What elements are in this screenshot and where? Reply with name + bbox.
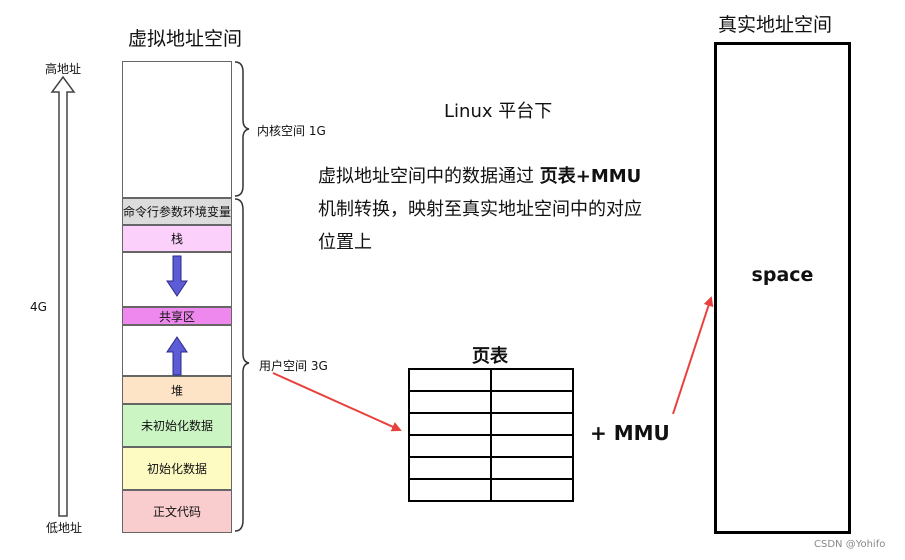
page-table-cell	[490, 368, 574, 392]
real-address-space-title: 真实地址空间	[718, 14, 833, 36]
page-table	[408, 368, 574, 502]
description-line-2: 机制转换，映射至真实地址空间中的对应	[318, 199, 642, 220]
page-table-title: 页表	[472, 346, 508, 367]
page-table-row	[408, 478, 574, 502]
page-table-cell	[408, 412, 492, 436]
segment-stack: 栈	[122, 225, 232, 252]
segment-bss: 未初始化数据	[122, 404, 232, 447]
mmu-label: + MMU	[590, 421, 670, 445]
kernel-space-label: 内核空间 1G	[257, 124, 326, 138]
real-address-space-box	[714, 42, 851, 534]
virtual-address-space-title: 虚拟地址空间	[128, 28, 243, 50]
watermark: CSDN @Yohifo	[814, 539, 886, 550]
kernel-brace	[234, 61, 250, 197]
page-table-cell	[490, 456, 574, 480]
user-space-label: 用户空间 3G	[259, 359, 328, 373]
segment-text: 正文代码	[122, 490, 232, 533]
low-address-label: 低地址	[46, 521, 83, 535]
page-table-cell	[408, 478, 492, 502]
description-line-3: 位置上	[318, 232, 372, 253]
stack-growth-down-arrow	[166, 255, 188, 297]
high-address-label: 高地址	[45, 62, 82, 76]
page-table-cell	[408, 434, 492, 458]
page-table-cell	[490, 390, 574, 414]
user-space-to-page-table-arrow	[272, 372, 402, 432]
segment-kernel-space	[122, 61, 232, 198]
segment-data: 初始化数据	[122, 447, 232, 490]
axis-up-arrow	[50, 75, 76, 517]
page-table-cell	[408, 456, 492, 480]
description-bold: 页表+MMU	[539, 166, 642, 187]
user-brace	[234, 198, 250, 532]
segment-heap: 堆	[122, 376, 232, 404]
description-plain: 虚拟地址空间中的数据通过	[318, 166, 540, 187]
linux-platform-label: Linux 平台下	[444, 101, 553, 122]
page-table-cell	[490, 434, 574, 458]
page-table-row	[408, 412, 574, 436]
page-table-row	[408, 368, 574, 392]
page-table-cell	[408, 368, 492, 392]
page-table-row	[408, 434, 574, 458]
page-table-cell	[408, 390, 492, 414]
heap-growth-up-arrow	[166, 336, 188, 376]
segment-args-env: 命令行参数环境变量	[122, 198, 232, 225]
page-table-row	[408, 456, 574, 480]
mmu-to-real-space-arrow	[672, 296, 714, 415]
segment-shared: 共享区	[122, 307, 232, 325]
page-table-cell	[490, 412, 574, 436]
space-label: space	[751, 264, 814, 286]
page-table-cell	[490, 478, 574, 502]
size-4g-label: 4G	[30, 300, 47, 314]
description-line-1: 虚拟地址空间中的数据通过 页表+MMU	[318, 160, 641, 193]
page-table-row	[408, 390, 574, 414]
